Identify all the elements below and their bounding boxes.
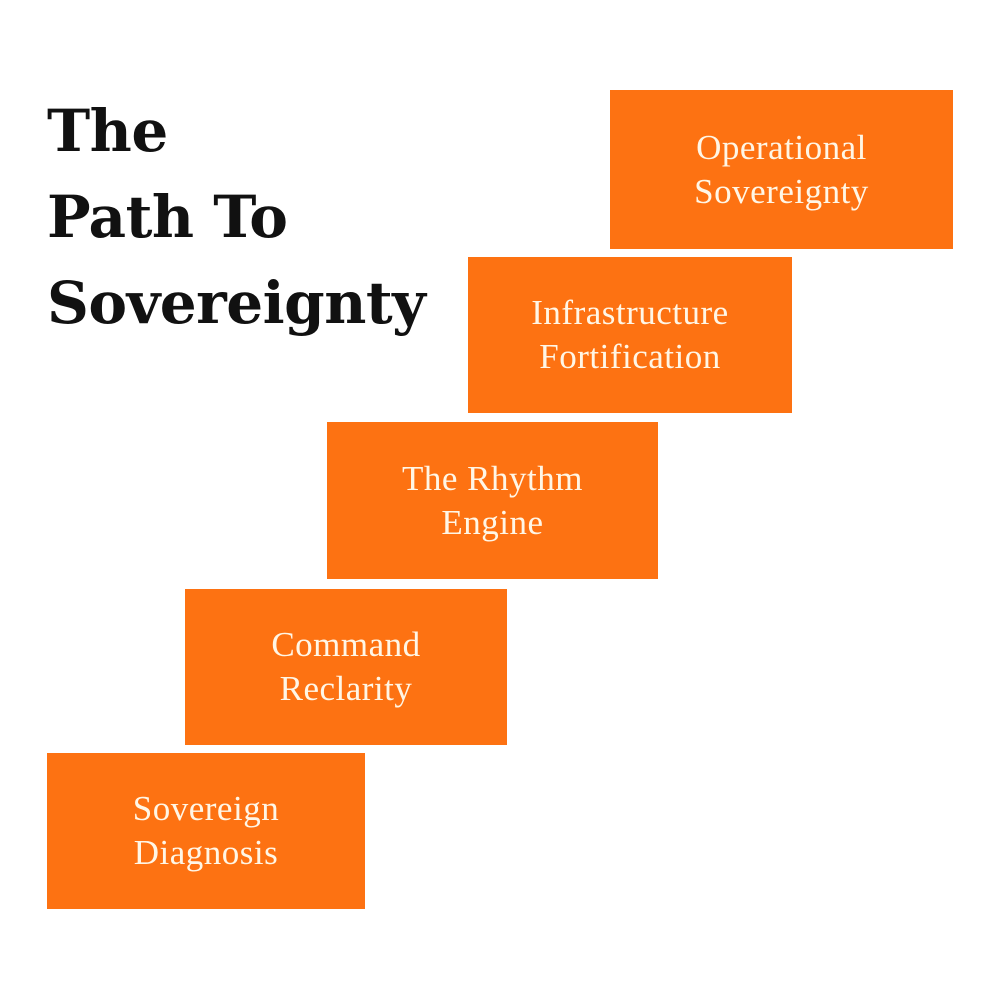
title-line: Path To — [47, 183, 288, 251]
step-label: Sovereignty — [694, 171, 869, 211]
step-label: Operational — [696, 127, 867, 167]
diagram-title: The Path To Sovereignty — [47, 88, 426, 346]
step-label: Infrastructure — [531, 293, 729, 332]
title-line: Sovereignty — [47, 269, 426, 337]
step-label: Fortification — [539, 337, 721, 376]
step-label: Diagnosis — [133, 833, 279, 872]
step-label: Command — [271, 625, 421, 664]
step-label: Reclarity — [279, 669, 413, 708]
step-label: Sovereign — [132, 789, 280, 828]
step-label: Engine — [441, 502, 544, 542]
step-label: The Rhythm — [402, 458, 583, 498]
title-line: The — [47, 97, 168, 165]
